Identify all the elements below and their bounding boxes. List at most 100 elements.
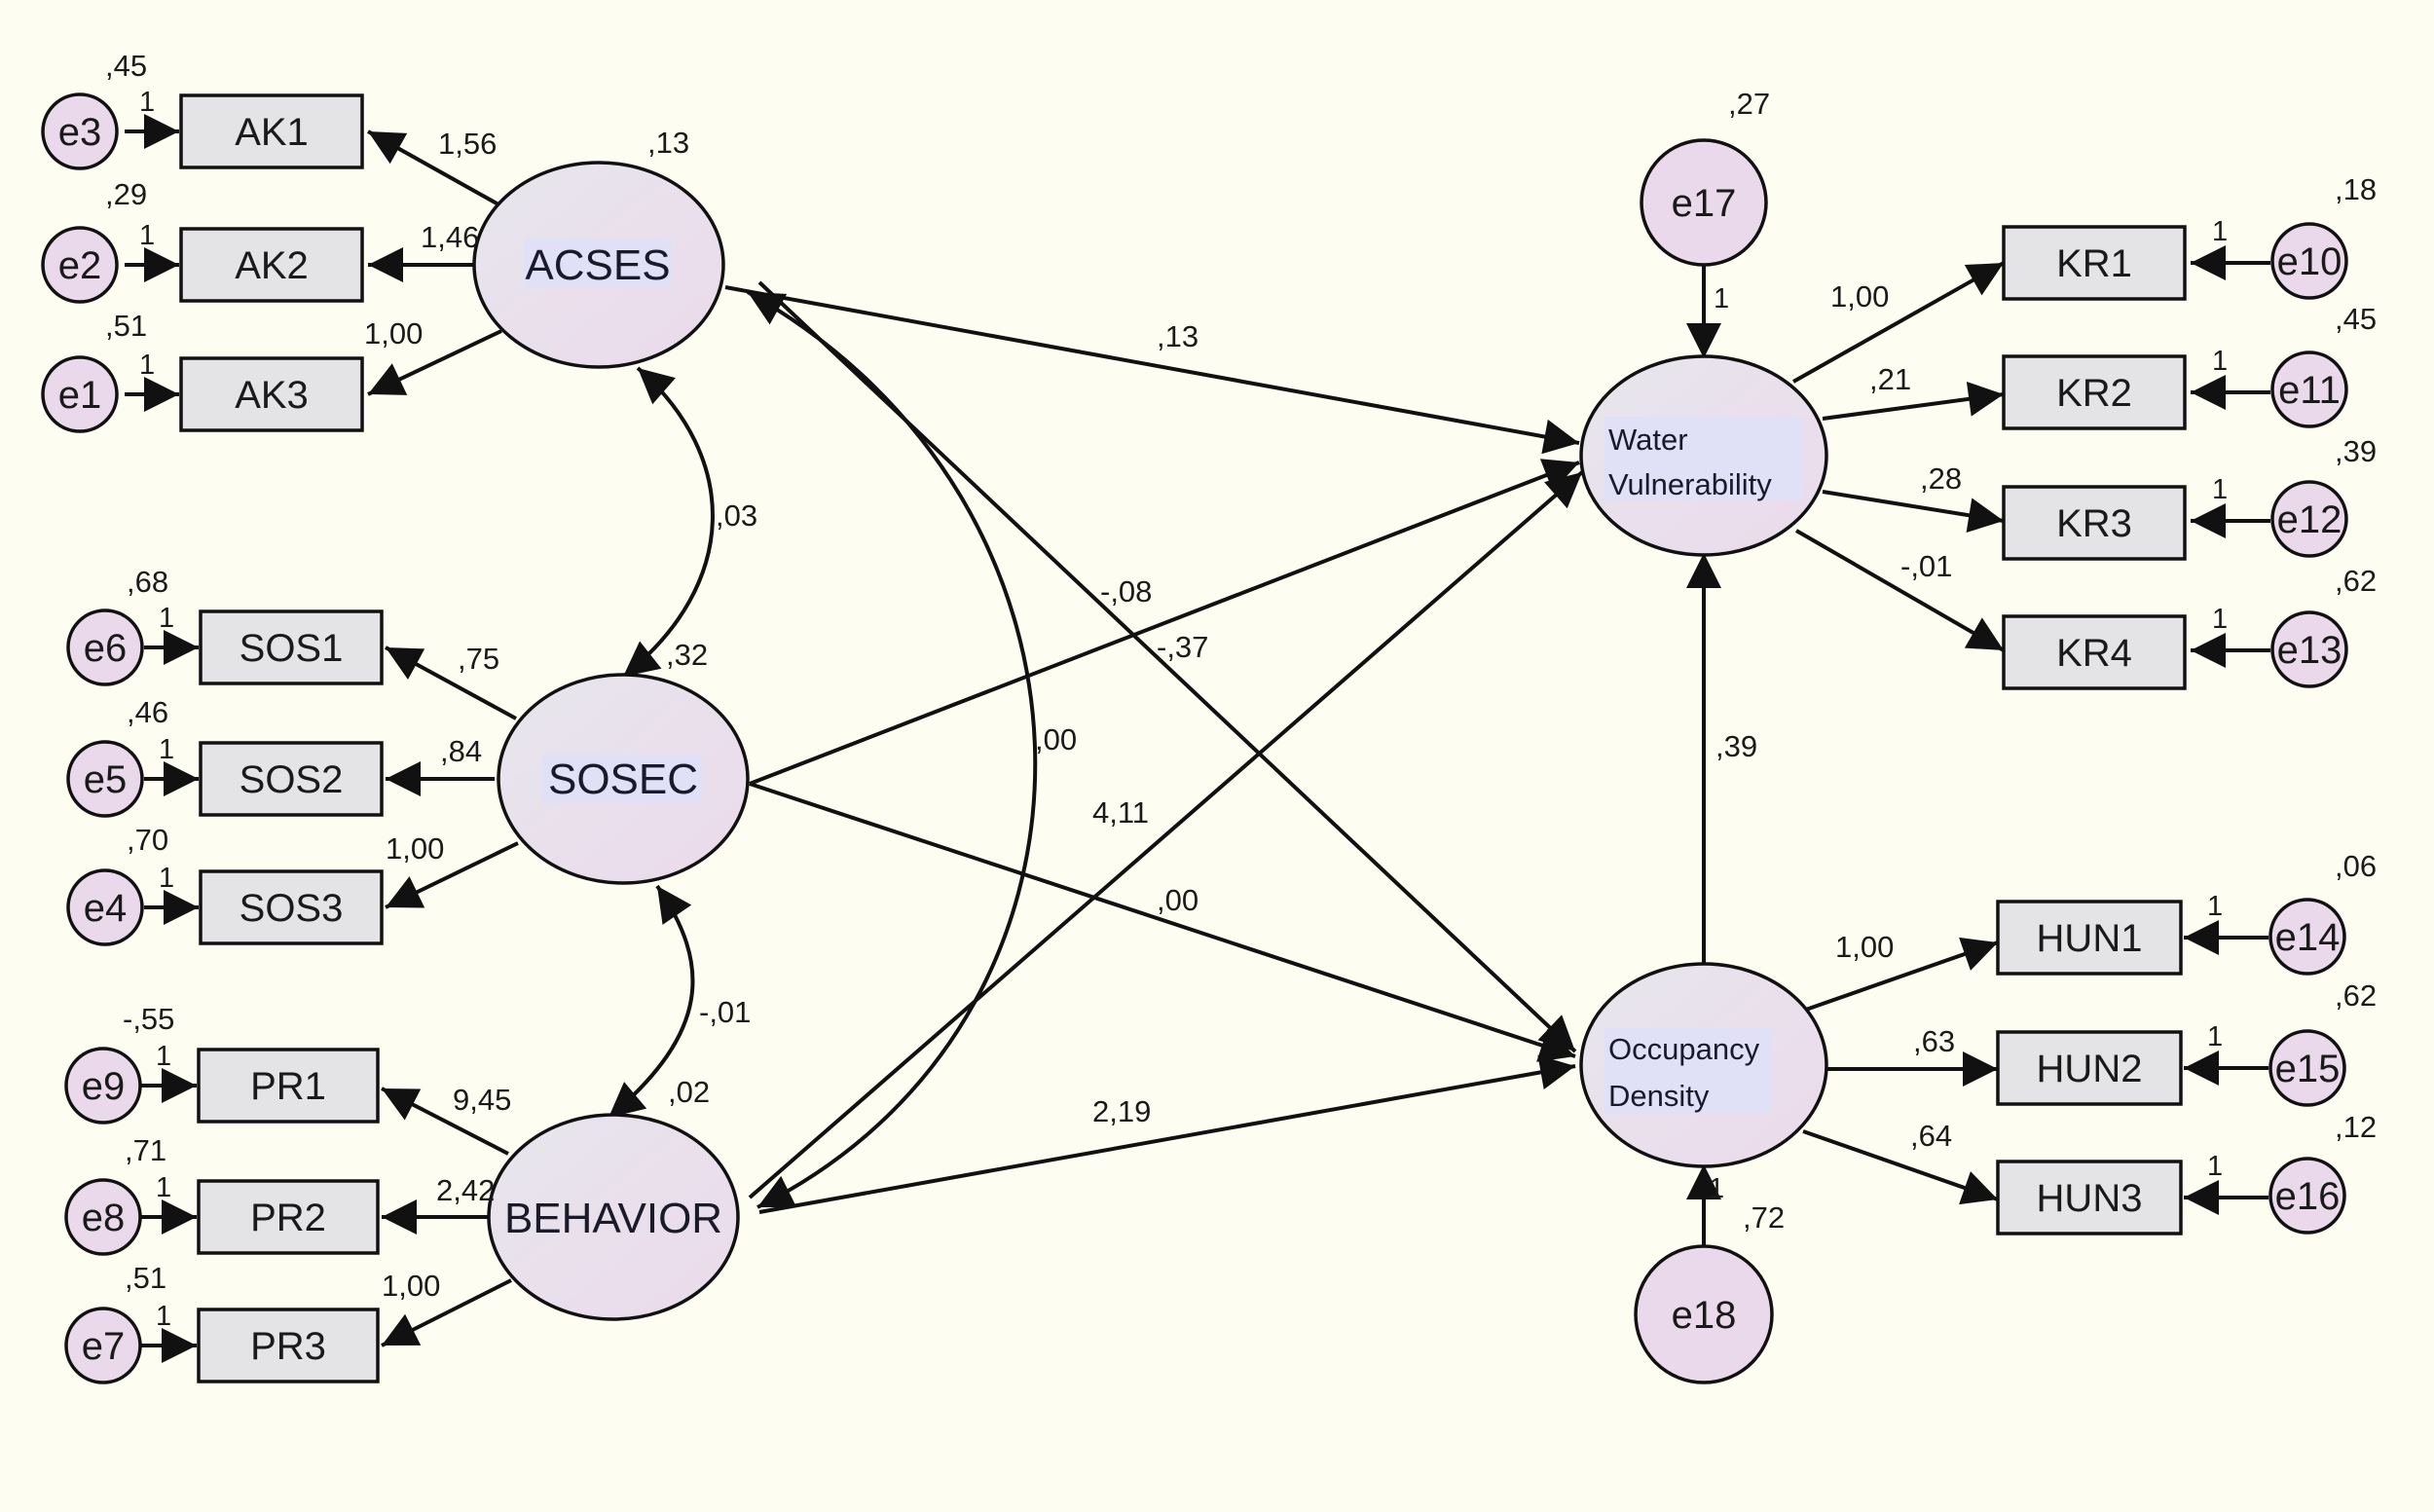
path-label-behavior-water: 4,11 [1092,795,1149,830]
fixed-one-e3: 1 [139,87,155,118]
cov-label-sosec-behavior: -,01 [699,995,751,1029]
error-e15 [2268,1029,2346,1107]
label-e14: e14 [2275,916,2341,959]
error-e12 [2270,480,2348,558]
error-e10 [2270,222,2348,300]
label-water-line1: Water [1608,423,1688,457]
label-e2: e2 [58,244,102,287]
box-sos3 [199,869,384,945]
cov-acses-behavior [747,290,1038,1209]
loading-pr1: 9,45 [453,1083,511,1117]
box-sos1 [199,609,384,685]
fixed-one-e8: 1 [156,1172,171,1203]
loading-ak3: 1,00 [364,316,423,350]
latent-water-highlight [1604,417,1803,500]
var-e8: ,71 [125,1133,166,1167]
fixed-one-e6: 1 [159,603,174,634]
indicator-boxes: AK1 AK2 AK3 SOS1 SOS2 SOS3 PR1 PR2 PR3 K… [179,93,2187,1383]
label-behavior: BEHAVIOR [504,1195,722,1242]
label-pr1: PR1 [250,1065,326,1108]
box-ak1 [179,93,364,169]
label-hun2: HUN2 [2037,1048,2143,1090]
loading-hun1: 1,00 [1835,930,1894,964]
label-e11: e11 [2278,369,2341,412]
loading-kr2: ,21 [1869,362,1911,396]
path-water-kr2 [1822,381,2005,421]
var-e16: ,12 [2335,1110,2377,1144]
error-e18 [1634,1244,1774,1384]
error-e7 [64,1307,142,1384]
fixed-one-e16: 1 [2207,1151,2223,1182]
var-e7: ,51 [125,1261,166,1295]
latent-acses-highlight [524,239,672,287]
path-behavior-occ [758,1054,1576,1214]
loading-sos1: ,75 [458,642,499,676]
error-e16 [2268,1157,2346,1235]
fixed-one-e11: 1 [2212,346,2228,377]
error-e3 [41,92,119,170]
path-acses-ak1 [367,129,499,206]
label-e10: e10 [2277,240,2342,283]
box-hun1 [1996,900,2183,976]
loading-pr3: 1,00 [382,1269,440,1303]
error-e17 [1640,138,1768,267]
loading-hun3: ,64 [1910,1119,1952,1153]
box-pr2 [197,1179,380,1255]
var-e17: ,27 [1728,87,1770,121]
label-e8: e8 [82,1197,126,1239]
var-e3: ,45 [105,49,147,83]
var-e2: ,29 [105,177,147,211]
var-sosec: ,32 [666,638,708,672]
var-acses: ,13 [647,126,689,160]
cov-label-acses-sosec: ,03 [716,498,757,533]
estimates: ,45 ,29 ,51 ,68 ,46 ,70 -,55 ,71 ,51 ,18… [105,49,2377,1332]
label-occ-line2: Density [1608,1079,1710,1113]
path-sosec-sos1 [385,645,517,720]
var-e5: ,46 [127,695,168,729]
label-e6: e6 [84,627,128,670]
loading-sos3: 1,00 [386,831,444,866]
label-e4: e4 [84,887,128,930]
fixed-one-e18: 1 [1709,1173,1724,1204]
box-hun3 [1996,1160,2183,1235]
latent-variables: ACSES SOSEC BEHAVIOR Water Vulnerability… [472,161,1828,1321]
var-e6: ,68 [127,565,168,599]
var-e10: ,18 [2335,172,2377,206]
error-e13 [2270,610,2348,688]
error-terms: e3 e2 e1 e6 e5 e4 e9 e8 e7 e10 e11 e12 e… [41,92,2348,1384]
loading-ak2: 1,46 [421,220,479,254]
path-sosec-water [749,459,1580,786]
label-acses: ACSES [525,241,670,289]
path-occ-hun3 [1802,1129,1999,1205]
fixed-one-e10: 1 [2212,216,2228,247]
label-kr2: KR2 [2056,372,2132,415]
loading-hun2: ,63 [1913,1024,1955,1058]
error-e4 [66,868,144,946]
var-e15: ,62 [2335,978,2377,1013]
path-behavior-pr3 [381,1278,512,1347]
label-water-line2: Vulnerability [1608,467,1772,501]
label-e3: e3 [58,111,102,154]
label-sos1: SOS1 [240,627,344,670]
fixed-one-e1: 1 [139,350,155,381]
label-e12: e12 [2277,498,2342,541]
path-water-kr4 [1794,529,2006,652]
loading-kr3: ,28 [1920,461,1962,496]
label-hun1: HUN1 [2037,917,2143,960]
path-sosec-sos3 [385,841,519,909]
box-sos2 [199,741,384,817]
error-e1 [41,355,119,433]
box-kr3 [2002,485,2187,561]
path-behavior-pr1 [381,1087,509,1156]
label-sos3: SOS3 [240,887,344,930]
latent-behavior [487,1113,740,1321]
loading-pr2: 2,42 [436,1173,495,1207]
label-sos2: SOS2 [240,758,344,801]
latent-occ-highlight [1604,1028,1772,1114]
box-ak3 [179,356,364,432]
fixed-one-e15: 1 [2207,1021,2223,1052]
path-label-acses-water: ,13 [1157,319,1199,353]
var-e1: ,51 [105,309,147,343]
path-label-sosec-water: -,08 [1100,574,1152,608]
box-pr1 [197,1048,380,1124]
